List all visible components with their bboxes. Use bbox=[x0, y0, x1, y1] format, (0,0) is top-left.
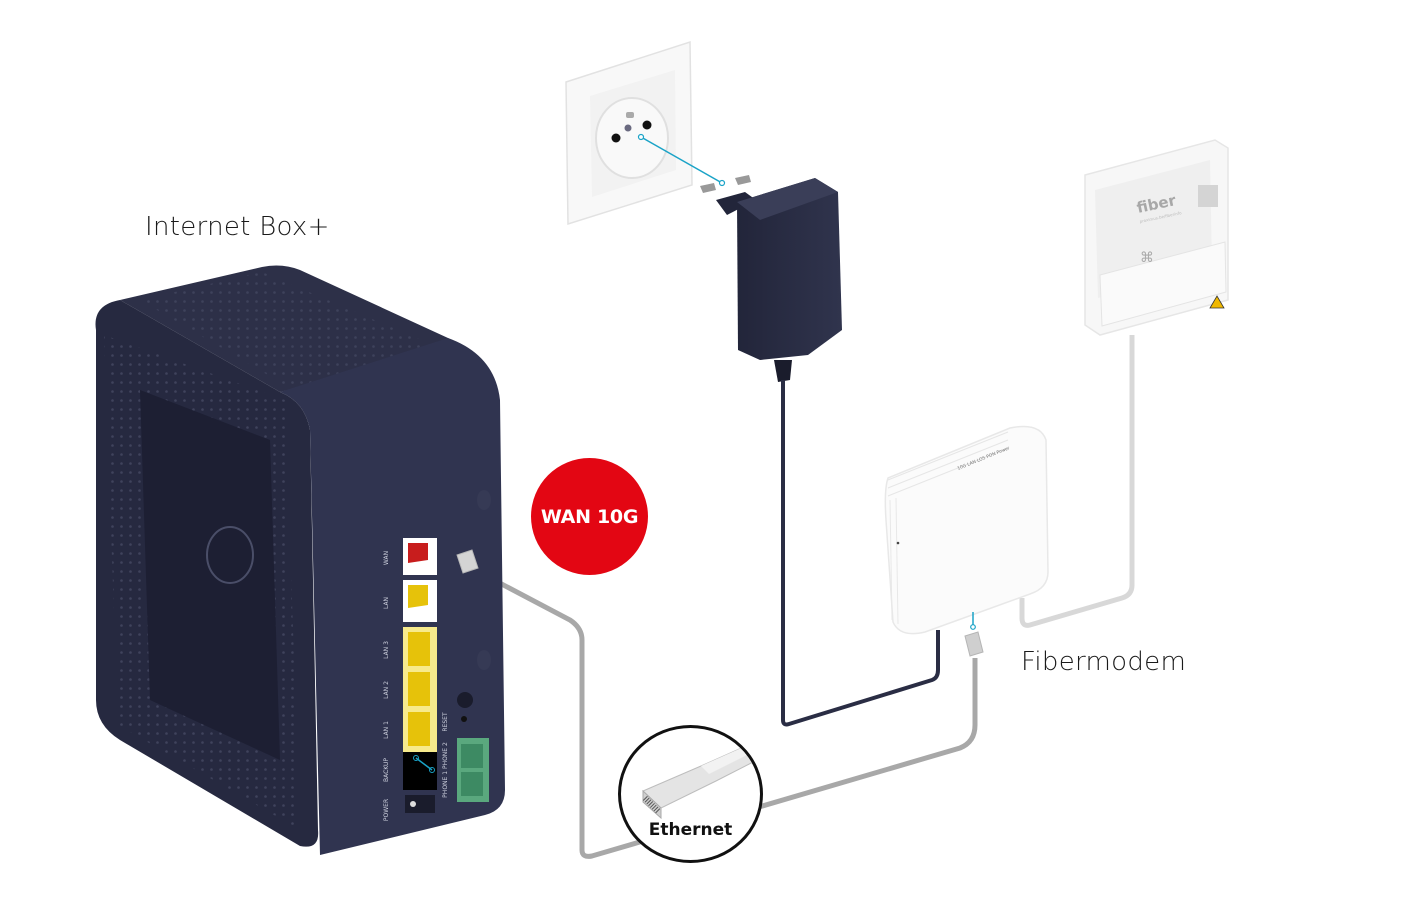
svg-text:PHONE 1 PHONE 2: PHONE 1 PHONE 2 bbox=[442, 742, 449, 798]
laser-warning-icon bbox=[1209, 295, 1225, 309]
reset-button[interactable] bbox=[461, 716, 467, 722]
router-port-panel: WAN LAN LAN 3 LAN 2 LAN 1 BACKUP POWER P… bbox=[383, 490, 491, 821]
ethernet-cable bbox=[473, 567, 984, 859]
modem-connector-line bbox=[970, 612, 976, 630]
ethernet-callout: Ethernet bbox=[618, 725, 763, 863]
port-lan2[interactable] bbox=[408, 672, 430, 706]
port-lan3[interactable] bbox=[408, 632, 430, 666]
port-backup[interactable] bbox=[403, 752, 437, 790]
scissors-icon: ⌘ bbox=[1140, 250, 1154, 266]
qr-code-icon bbox=[1198, 185, 1218, 207]
internet-box-router: WAN LAN LAN 3 LAN 2 LAN 1 BACKUP POWER P… bbox=[95, 265, 505, 855]
power-adapter bbox=[700, 175, 842, 382]
socket-connector-line bbox=[637, 133, 726, 187]
port-wan-10g[interactable] bbox=[408, 543, 428, 563]
svg-text:POWER: POWER bbox=[383, 799, 390, 821]
ethernet-label: Ethernet bbox=[648, 820, 733, 840]
wan-10g-badge: WAN 10G bbox=[531, 458, 648, 575]
wan-badge-text: WAN 10G bbox=[540, 505, 639, 528]
fiber-wall-box: fiber proximus.be/fiberinfo ⌘ bbox=[1084, 139, 1229, 336]
svg-text:LAN: LAN bbox=[383, 597, 390, 609]
port-lan-10g[interactable] bbox=[408, 585, 428, 608]
ethernet-connector-icon bbox=[642, 745, 760, 820]
svg-text:LAN 3: LAN 3 bbox=[383, 641, 390, 659]
svg-text:WAN: WAN bbox=[383, 551, 390, 565]
fibermodem-label: Fibermodem bbox=[1021, 647, 1187, 677]
power-cable bbox=[781, 380, 940, 727]
svg-text:LAN 1: LAN 1 bbox=[383, 721, 390, 739]
port-lan1[interactable] bbox=[408, 712, 430, 746]
fiber-cable bbox=[1019, 335, 1135, 628]
wall-socket bbox=[565, 40, 693, 226]
power-button[interactable] bbox=[457, 692, 473, 708]
router-logo-icon bbox=[206, 526, 254, 584]
svg-text:BACKUP: BACKUP bbox=[383, 758, 390, 782]
svg-text:LAN 2: LAN 2 bbox=[383, 681, 390, 699]
internet-box-label: Internet Box+ bbox=[145, 212, 330, 242]
fibermodem: 10G LAN LOS PON Power bbox=[884, 425, 1049, 635]
port-power[interactable] bbox=[405, 795, 435, 813]
svg-text:RESET: RESET bbox=[442, 712, 449, 732]
